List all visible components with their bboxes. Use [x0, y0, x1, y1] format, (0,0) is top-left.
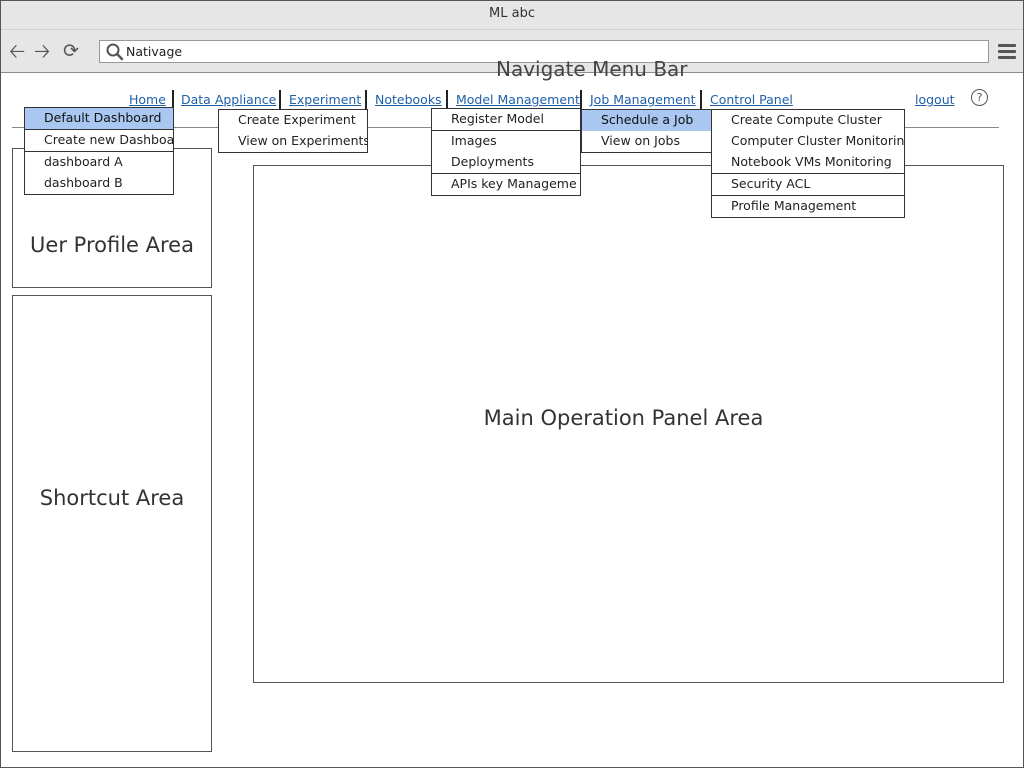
menu-bar-title: Navigate Menu Bar [496, 57, 688, 81]
menu-item-create-experiment[interactable]: Create Experiment [238, 112, 356, 127]
menu-item-notebook-vms-monitoring[interactable]: Notebook VMs Monitoring [731, 154, 892, 169]
nav-separator [580, 90, 582, 110]
menu-item-schedule-job[interactable]: Schedule a Job [582, 110, 711, 131]
user-profile-label: Uer Profile Area [30, 233, 194, 257]
menu-item-deployments[interactable]: Deployments [451, 154, 534, 169]
job-management-dropdown: Schedule a Job View on Jobs [581, 109, 712, 153]
menu-item-security-acl[interactable]: Security ACL [712, 173, 904, 195]
address-bar[interactable] [99, 40, 989, 63]
menu-item-cluster-monitoring[interactable]: Computer Cluster Monitorin [731, 133, 904, 148]
model-management-dropdown: Register Model Images Deployments APIs k… [431, 108, 581, 196]
menu-item-default-dashboard[interactable]: Default Dashboard [25, 108, 173, 129]
experiment-dropdown: Create Experiment View on Experiments [218, 109, 368, 153]
nav-data-appliance[interactable]: Data Appliance [181, 92, 277, 107]
arrow-right-icon[interactable]: 🡢 [34, 39, 51, 63]
menu-item-dashboard-a[interactable]: dashboard A [25, 151, 173, 173]
nav-separator [365, 90, 367, 110]
menu-item-apis-key-management[interactable]: APIs key Manageme [432, 173, 580, 195]
nav-model-management[interactable]: Model Management [456, 92, 580, 107]
shortcut-area: Shortcut Area [12, 295, 212, 752]
nav-control-panel[interactable]: Control Panel [710, 92, 793, 107]
control-panel-dropdown: Create Compute Cluster Computer Cluster … [711, 109, 905, 218]
menu-item-view-jobs[interactable]: View on Jobs [601, 133, 680, 148]
nav-separator [700, 90, 702, 110]
window-title: ML abc [489, 6, 535, 21]
main-panel-label: Main Operation Panel Area [483, 406, 764, 430]
menu-item-images[interactable]: Images [432, 130, 580, 152]
nav-home[interactable]: Home [129, 92, 166, 107]
refresh-icon[interactable]: ⟳ [63, 40, 79, 62]
menu-item-create-dashboard[interactable]: Create new Dashboa [25, 129, 173, 151]
browser-toolbar: 🡠 🡢 ⟳ [1, 30, 1023, 73]
main-operation-panel: Main Operation Panel Area [253, 165, 1004, 683]
menu-item-view-experiments[interactable]: View on Experiments [238, 133, 367, 148]
home-dropdown: Default Dashboard Create new Dashboa das… [24, 107, 174, 195]
arrow-left-icon[interactable]: 🡠 [9, 39, 26, 63]
hamburger-icon[interactable] [998, 44, 1016, 59]
address-input[interactable] [126, 42, 976, 61]
menu-item-dashboard-b[interactable]: dashboard B [44, 175, 123, 190]
menu-item-create-compute-cluster[interactable]: Create Compute Cluster [731, 112, 882, 127]
menu-item-register-model[interactable]: Register Model [451, 111, 544, 126]
logout-link[interactable]: logout [915, 92, 955, 107]
search-icon [106, 43, 124, 61]
nav-notebooks[interactable]: Notebooks [375, 92, 442, 107]
nav-separator [446, 90, 448, 110]
window-titlebar: ML abc [1, 1, 1023, 30]
nav-separator [172, 90, 174, 110]
nav-separator [279, 90, 281, 110]
nav-job-management[interactable]: Job Management [590, 92, 696, 107]
shortcut-label: Shortcut Area [39, 486, 185, 510]
nav-experiment[interactable]: Experiment [289, 92, 362, 107]
menu-item-profile-management[interactable]: Profile Management [712, 195, 904, 217]
help-icon[interactable]: ? [971, 89, 988, 106]
